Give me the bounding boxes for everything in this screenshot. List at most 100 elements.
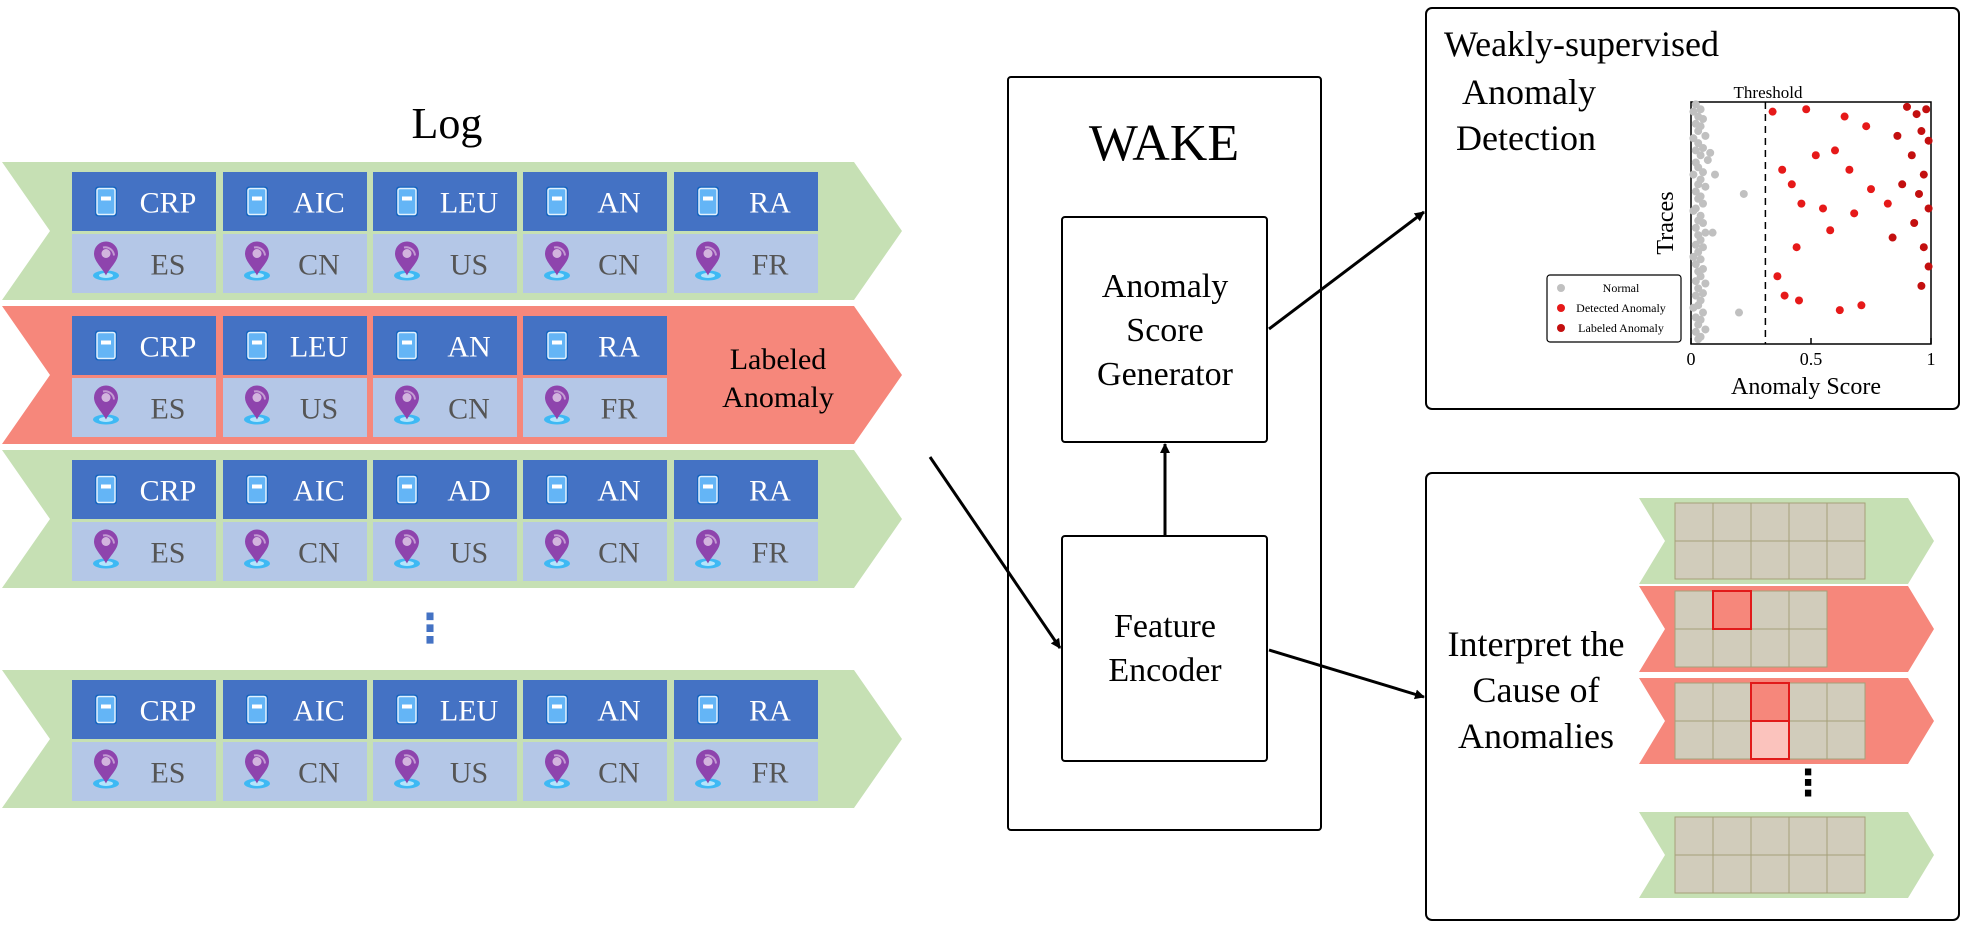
feature-cell <box>1674 502 1714 542</box>
document-icon <box>245 693 269 726</box>
data-point <box>1689 252 1698 261</box>
data-point <box>1903 102 1911 111</box>
document-icon <box>245 185 269 218</box>
data-point <box>1795 296 1803 305</box>
feature-cell <box>1712 720 1752 760</box>
location-pin-icon <box>243 748 271 790</box>
location-label: ES <box>150 393 185 426</box>
feature-cell <box>1826 540 1866 580</box>
data-point <box>1888 233 1897 242</box>
data-point <box>1689 303 1698 312</box>
mini-trace-anomaly <box>1639 678 1934 764</box>
location-pin-icon <box>92 528 120 570</box>
location-label: US <box>450 249 488 282</box>
location-cell <box>674 522 818 581</box>
document-icon <box>545 329 569 362</box>
feature-cell <box>1750 628 1790 668</box>
activity-label: CRP <box>140 331 197 364</box>
feature-cell <box>1788 590 1828 630</box>
location-pin-icon <box>92 384 120 426</box>
location-cell <box>373 378 517 437</box>
document-icon <box>696 473 720 506</box>
data-point <box>1862 122 1871 131</box>
data-point <box>1826 226 1835 235</box>
activity-label: RA <box>598 331 640 364</box>
data-point <box>1778 165 1787 174</box>
data-point <box>1699 308 1707 317</box>
mini-trace-anomaly <box>1639 586 1934 672</box>
data-point <box>1701 279 1710 288</box>
interpret-title-line-3: Anomalies <box>1458 716 1614 756</box>
x-axis-label: Anomaly Score <box>1731 374 1881 400</box>
data-point <box>1691 240 1700 249</box>
location-cell <box>223 378 367 437</box>
location-pin-icon <box>393 384 421 426</box>
data-point <box>1696 151 1705 160</box>
feature-cell <box>1674 628 1714 668</box>
series-normal <box>1689 100 1748 344</box>
location-pin-icon <box>543 240 571 282</box>
document-icon <box>395 185 419 218</box>
feature-cell <box>1712 854 1752 894</box>
highlighted-feature-cell <box>1750 682 1790 722</box>
activity-label: LEU <box>290 331 349 364</box>
arrow-generator-to-detection <box>1268 210 1425 331</box>
feature-cell <box>1674 720 1714 760</box>
location-label: FR <box>601 393 638 426</box>
data-point <box>1924 262 1933 271</box>
location-label: CN <box>298 537 340 570</box>
location-pin-icon <box>243 528 271 570</box>
data-point <box>1912 110 1921 119</box>
location-pin-icon <box>243 384 271 426</box>
location-pin-icon <box>92 240 120 282</box>
data-point <box>1694 180 1703 189</box>
data-point <box>1883 199 1892 208</box>
activity-label: CRP <box>140 187 197 220</box>
feature-cell <box>1826 854 1866 894</box>
activity-label: AIC <box>293 187 345 220</box>
location-label: ES <box>150 249 185 282</box>
legend-label: Labeled Anomaly <box>1578 321 1664 335</box>
arrow-encoder-to-interpret <box>1268 648 1425 700</box>
location-cell <box>523 522 667 581</box>
wake-title: WAKE <box>1089 115 1239 172</box>
data-point <box>1739 189 1748 198</box>
activity-label: AIC <box>293 475 345 508</box>
interpret-title-line-1: Interpret the <box>1448 624 1625 664</box>
data-point <box>1706 148 1715 157</box>
activity-cell <box>674 460 818 519</box>
data-point <box>1694 335 1703 344</box>
activity-label: RA <box>749 187 791 220</box>
location-pin-icon <box>543 748 571 790</box>
series-labeled-anomaly <box>1888 102 1933 290</box>
feature-cell <box>1674 816 1714 856</box>
data-point <box>1711 170 1719 179</box>
data-point <box>1850 209 1859 218</box>
feature-cell <box>1826 816 1866 856</box>
location-label: US <box>450 537 488 570</box>
feature-cell <box>1750 502 1790 542</box>
feature-cell <box>1674 682 1714 722</box>
legend-marker <box>1557 304 1565 312</box>
data-point <box>1699 199 1707 208</box>
highlighted-feature-cell <box>1750 720 1790 760</box>
score-generator-line-1: Anomaly <box>1102 268 1229 305</box>
data-point <box>1919 243 1928 252</box>
data-point <box>1811 151 1820 160</box>
data-point <box>1689 170 1698 179</box>
location-cell <box>72 378 216 437</box>
data-point <box>1691 260 1700 269</box>
mini-trace-normal <box>1639 812 1934 898</box>
location-cell <box>223 234 367 293</box>
data-point <box>1917 127 1926 136</box>
data-point <box>1701 131 1710 140</box>
activity-label: RA <box>749 695 791 728</box>
data-point <box>1701 325 1710 334</box>
location-pin-icon <box>543 384 571 426</box>
feature-cell <box>1712 816 1752 856</box>
data-point <box>1857 301 1866 310</box>
feature-cell <box>1750 816 1790 856</box>
location-cell <box>373 234 517 293</box>
